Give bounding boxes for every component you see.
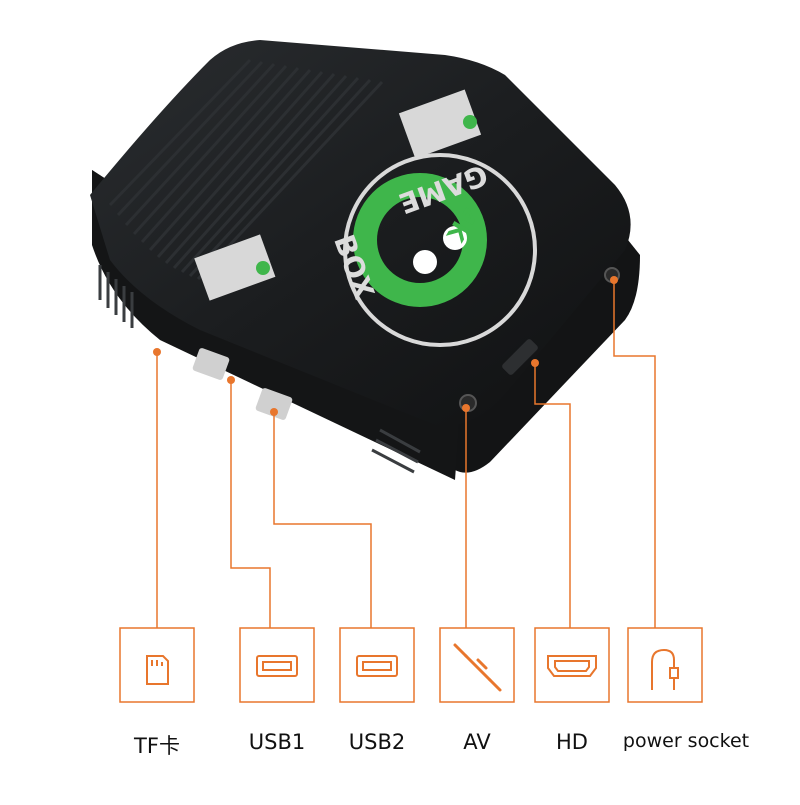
callout-power	[613, 280, 656, 630]
side-vents	[98, 265, 421, 474]
port-label-tf: TF卡	[134, 734, 180, 758]
port-label-usb1: USB1	[248, 730, 306, 754]
sd-card-icon	[146, 655, 169, 685]
usb-port-icon	[256, 655, 298, 677]
sticker-left	[194, 234, 276, 301]
device-hdmi-port	[502, 339, 538, 375]
callout-lines	[156, 280, 656, 630]
gamepad-g-logo-icon	[343, 153, 537, 347]
device-usb1-port	[192, 348, 230, 380]
port-label-hd: HD	[556, 730, 588, 754]
callout-usb2	[273, 412, 372, 630]
hdmi-port-icon	[547, 655, 597, 677]
callout-hd	[534, 363, 571, 630]
callout-usb1	[230, 380, 271, 630]
box-front-side	[455, 230, 640, 473]
port-label-av: AV	[463, 730, 491, 754]
power-plug-icon	[651, 648, 679, 690]
av-plug-icon	[453, 643, 502, 692]
usb-port-icon	[356, 655, 398, 677]
heatsink-ridges	[108, 58, 384, 281]
port-icon-boxes	[119, 627, 703, 703]
device-usb2-port	[255, 388, 293, 420]
callout-dots	[153, 276, 618, 416]
port-label-usb2: USB2	[348, 730, 406, 754]
sticker-top	[398, 89, 482, 159]
port-label-power: power socket	[622, 730, 750, 752]
